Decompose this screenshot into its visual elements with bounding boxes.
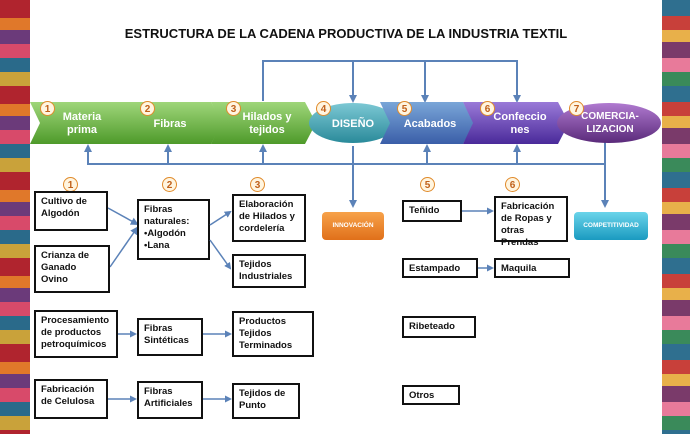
competitividad-badge: COMPETITIVIDAD xyxy=(574,212,648,240)
stage-materia-prima-shape xyxy=(30,102,133,144)
box-productos-tejidos-terminados: Productos Tejidos Terminados xyxy=(232,311,314,357)
arrow-fibras-to-tejidos-ind xyxy=(209,239,232,270)
stage-fibras-label: Fibras xyxy=(153,118,187,130)
box-fabricacion-ropas: Fabricación de Ropas y otras Prendas xyxy=(494,196,568,248)
box-estampado: Estampado xyxy=(402,258,478,278)
column-number-5: 5 xyxy=(420,177,435,192)
stage-number-1: 1 xyxy=(40,101,55,116)
stage-acabados-label: Acabados xyxy=(403,118,457,130)
arrow-algodon-to-fibras xyxy=(107,207,139,225)
box-tejidos-industriales: Tejidos Industriales xyxy=(232,254,306,288)
stage-comercializacion-shape xyxy=(557,103,661,143)
textile-photo-right xyxy=(662,0,690,434)
column-number-3: 3 xyxy=(250,177,265,192)
arrow-fibras-to-hilados xyxy=(209,210,232,226)
stage-diseno-label: DISEÑO xyxy=(331,118,375,130)
box-crianza-ganado-ovino: Crianza de Ganado Ovino xyxy=(34,245,110,293)
stage-hilados-label: Hilados y tejidos xyxy=(242,111,292,136)
textile-photo-left xyxy=(0,0,30,434)
column-number-6: 6 xyxy=(505,177,520,192)
arrow-ovino-to-fibras xyxy=(109,226,139,268)
box-fibras-artificiales: Fibras Artificiales xyxy=(137,381,203,419)
stage-confecciones-label: Confeccio nes xyxy=(493,111,547,136)
diagram-title: ESTRUCTURA DE LA CADENA PRODUCTIVA DE LA… xyxy=(124,26,568,41)
box-ribeteado: Ribeteado xyxy=(402,316,476,338)
box-cultivo-algodon: Cultivo de Algodón xyxy=(34,191,108,231)
stage-number-2: 2 xyxy=(140,101,155,116)
box-elaboracion-hilados: Elaboración de Hilados y cordelería xyxy=(232,194,306,242)
column-number-2: 2 xyxy=(162,177,177,192)
stage-number-4: 4 xyxy=(316,101,331,116)
stage-diseno-shape xyxy=(309,103,397,143)
box-fibras-sinteticas: Fibras Sintéticas xyxy=(137,318,203,356)
box-tenido: Teñido xyxy=(402,200,462,222)
box-fabricacion-celulosa: Fabricación de Celulosa xyxy=(34,379,108,419)
bottom-feedback-line xyxy=(84,130,606,165)
stage-number-5: 5 xyxy=(397,101,412,116)
box-otros: Otros xyxy=(402,385,460,405)
stage-comercializacion-label: COMERCIA- LIZACION xyxy=(581,111,639,135)
box-procesamiento-petroquimicos: Procesamiento de productos petroquímicos xyxy=(34,310,118,358)
box-tejidos-punto: Tejidos de Punto xyxy=(232,383,300,419)
stage-number-3: 3 xyxy=(226,101,241,116)
box-fibras-naturales: Fibras naturales: •Algodón •Lana xyxy=(137,199,210,260)
stage-number-7: 7 xyxy=(569,101,584,116)
innovacion-badge: INNOVACIÓN xyxy=(322,212,384,240)
box-maquila: Maquila xyxy=(494,258,570,278)
stage-number-6: 6 xyxy=(480,101,495,116)
top-feedback-line xyxy=(262,60,521,103)
stage-materia-prima-label: Materia prima xyxy=(62,111,102,136)
